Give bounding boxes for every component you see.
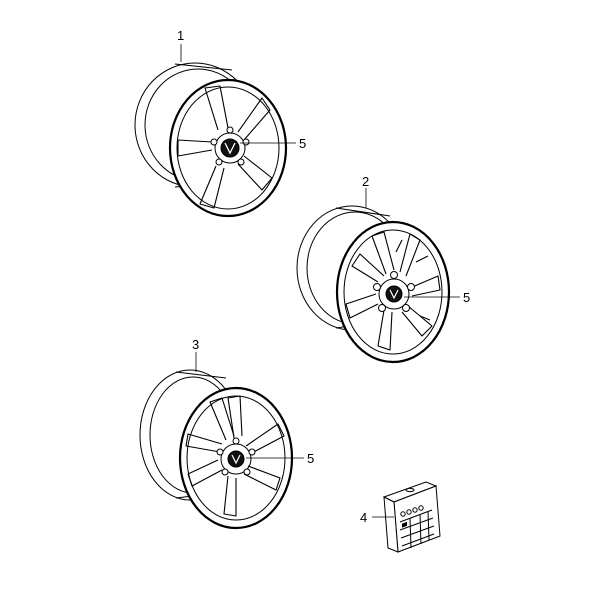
callout-label-1: 1 xyxy=(177,28,184,43)
wheel-2-center-cap xyxy=(385,285,403,303)
callout-label-5a: 5 xyxy=(299,136,306,151)
wheel-1: 1 5 xyxy=(134,28,306,218)
wheel-3-center-cap xyxy=(227,450,245,468)
callout-label-2: 2 xyxy=(362,174,369,189)
callout-label-5b: 5 xyxy=(463,290,470,305)
wheel-3: 3 5 xyxy=(139,337,314,530)
callout-label-5c: 5 xyxy=(307,451,314,466)
wheel-2: 2 5 xyxy=(296,174,470,364)
callout-label-4: 4 xyxy=(360,510,367,525)
accessory-pack: 4 xyxy=(360,481,441,553)
callout-label-3: 3 xyxy=(192,337,199,352)
